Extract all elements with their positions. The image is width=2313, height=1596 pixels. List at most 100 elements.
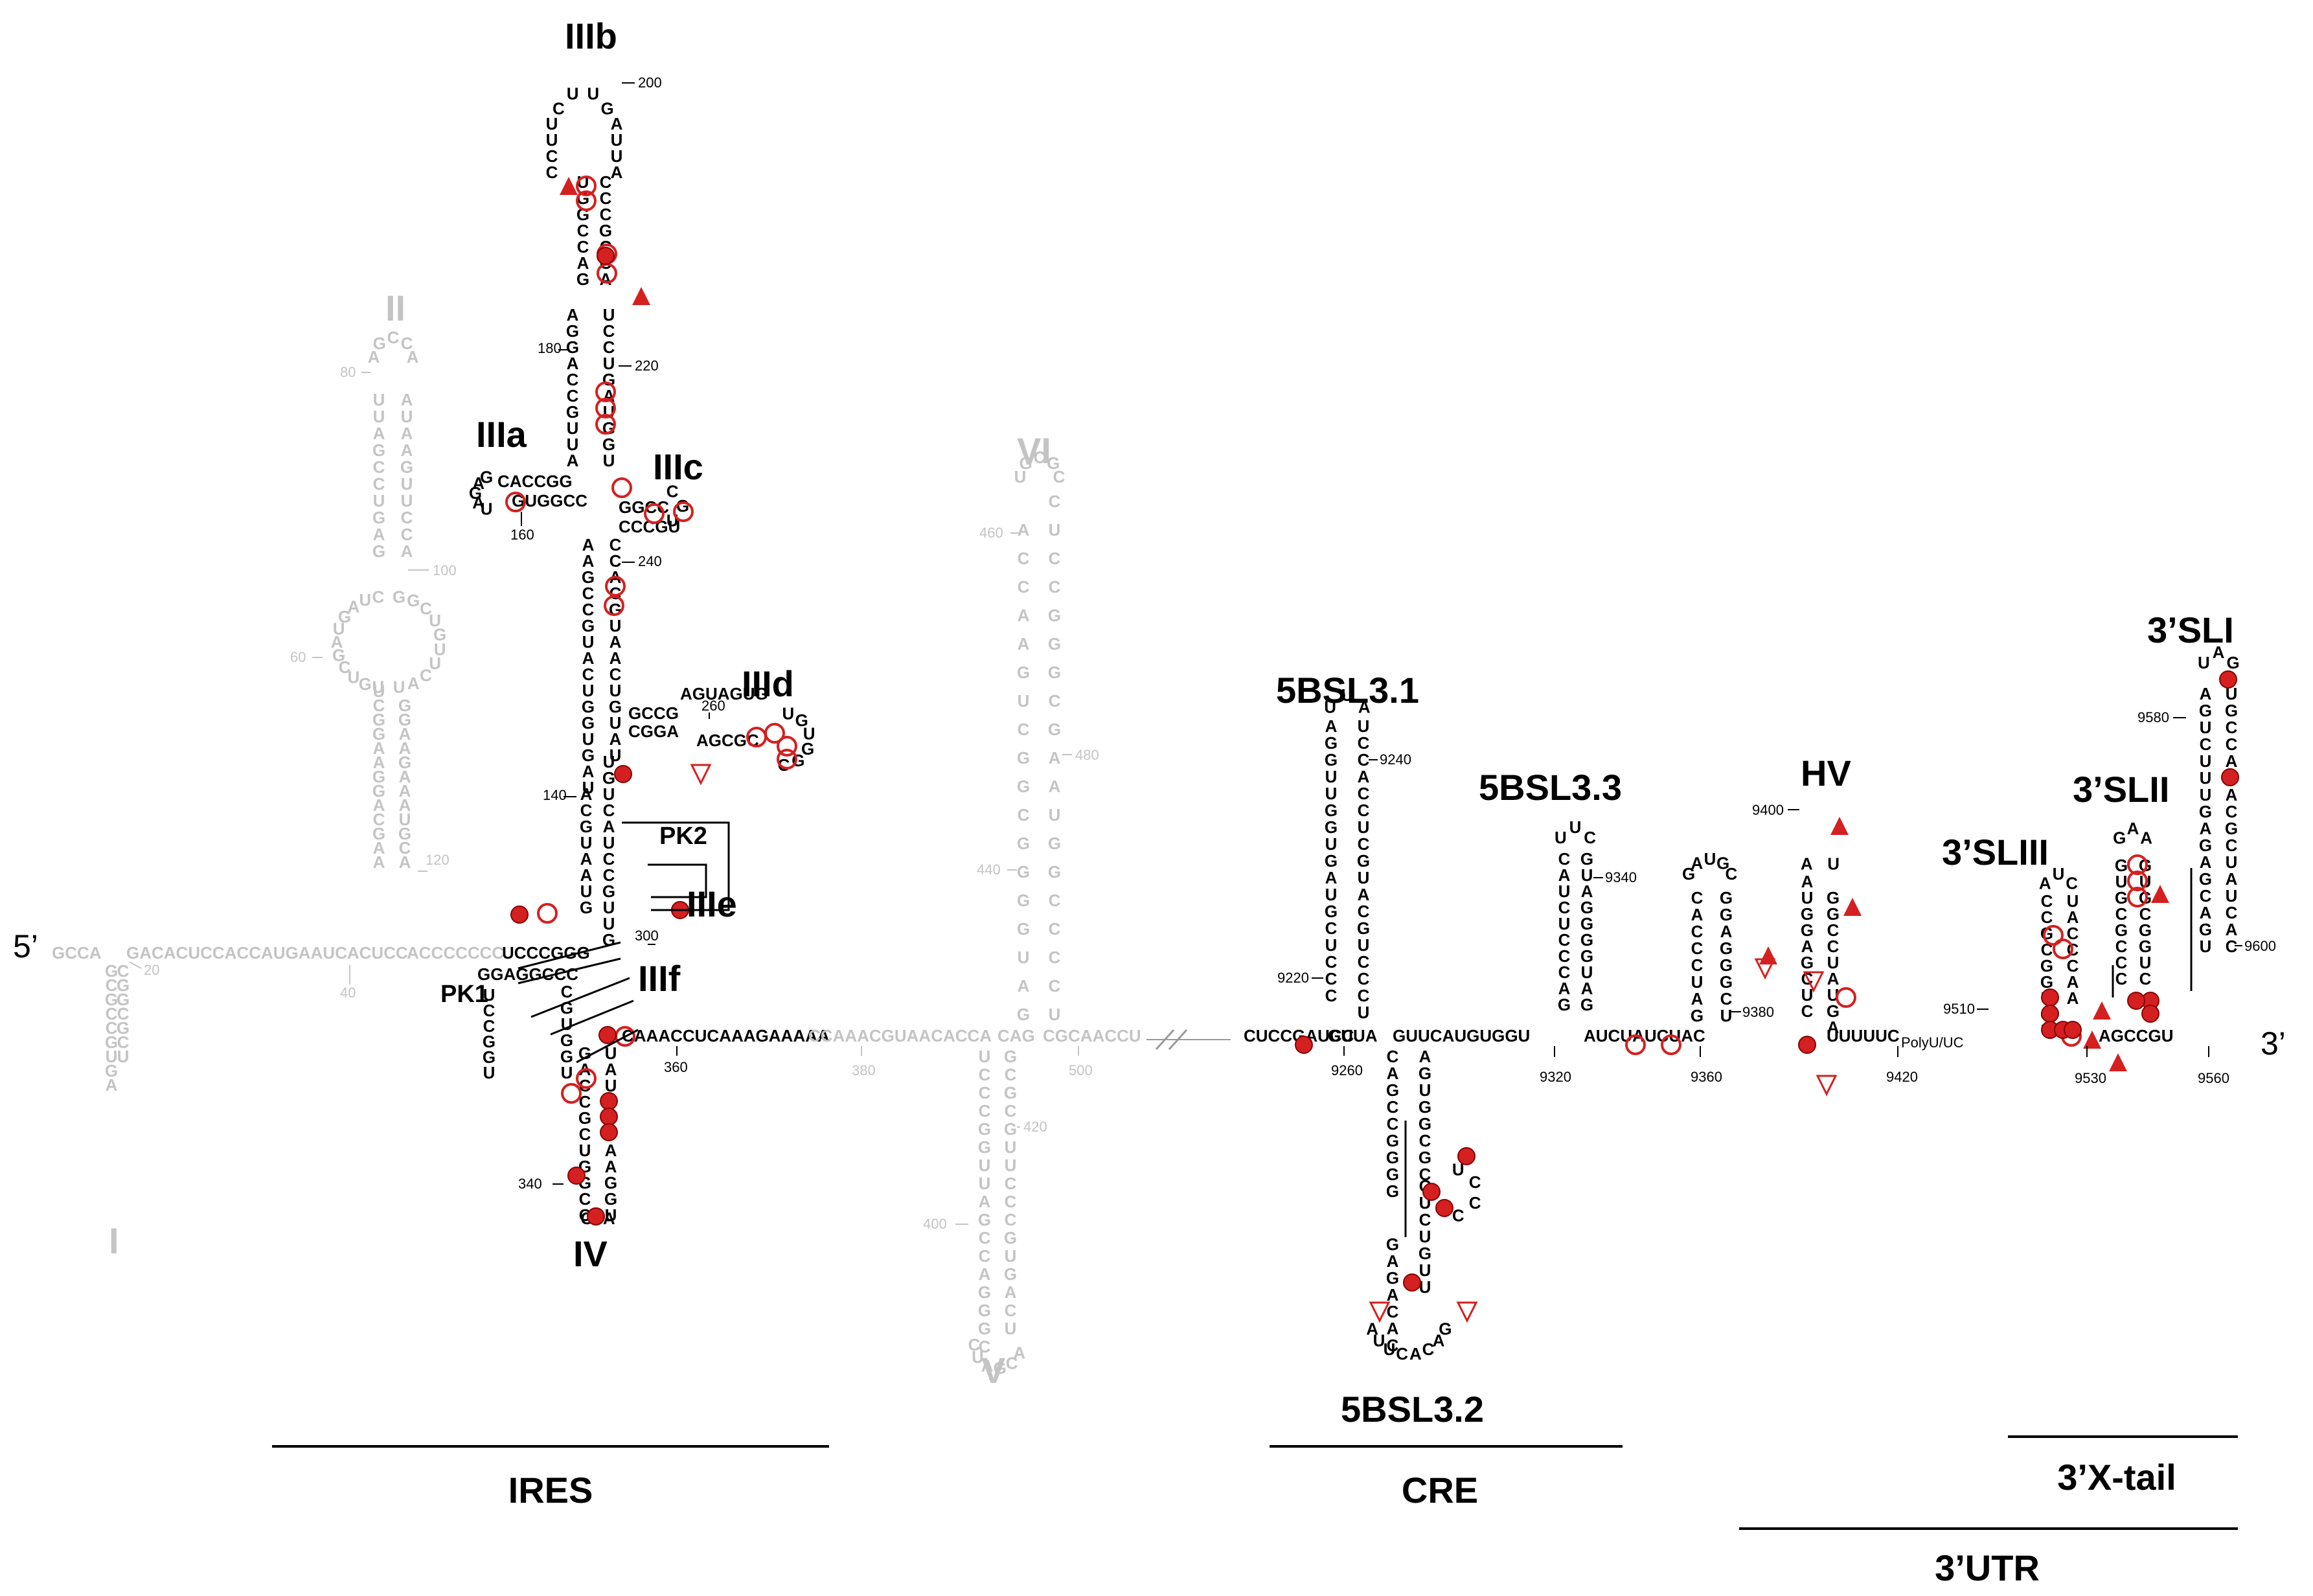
svg-text:C: C [603,321,615,341]
svg-text:A: A [1358,885,1370,904]
svg-text:U: U [582,778,595,797]
svg-text:G: G [400,457,413,477]
open-circle-marker [2053,939,2073,959]
svg-text:U: U [2226,684,2238,703]
svg-text:C: C [778,755,790,775]
svg-text:U: U [667,511,679,530]
svg-text:A: A [399,767,411,786]
svg-text:G: G [433,625,446,644]
svg-text:G: G [2115,888,2128,907]
svg-text:C: C [979,1228,991,1248]
svg-text:U: U [481,499,493,518]
svg-text:U: U [1801,888,1814,907]
svg-text:C: C [2226,836,2238,855]
filled-triangle-marker [1843,898,1862,916]
svg-text:U: U [1358,935,1370,955]
region-bars [272,1435,2238,1530]
svg-text:C: C [1006,1353,1018,1373]
open-triangle-marker [1816,1075,1838,1097]
svg-text:C: C [2115,904,2128,924]
svg-text:U: U [567,435,579,454]
position-number: 9380 [1742,1004,1774,1020]
open-circle-marker [611,477,632,498]
position-number: 360 [664,1059,688,1075]
svg-text:U: U [2200,751,2212,771]
svg-text:U: U [611,146,623,166]
svg-text:A: A [399,738,411,758]
svg-text:U: U [1558,882,1571,901]
filled-triangle-marker [2083,1031,2101,1049]
position-number: 100 [433,562,457,578]
filled-circle-marker [510,906,529,924]
svg-text:U: U [580,833,593,852]
svg-text:A: A [1691,905,1703,924]
svg-text:A: A [373,738,385,758]
svg-text:U: U [333,619,345,639]
svg-text:G: G [1017,1005,1030,1024]
svg-text:G: G [2199,920,2212,939]
position-number: 400 [923,1216,947,1232]
svg-text:U: U [2053,864,2065,884]
svg-text:G: G [480,468,493,487]
domain-I-five-prime-seq: GCCA [52,943,102,963]
position-number: 40 [340,985,356,1001]
domain-IIIa-label: IIIa [476,414,527,455]
svg-text:C: C [546,163,558,182]
svg-text:G: G [372,542,385,561]
svg-text:U: U [1569,817,1582,837]
svg-text:C: C [1018,549,1030,568]
svg-text:C: C [2139,969,2152,988]
svg-text:G: G [1017,834,1030,853]
svg-text:C: C [1005,1174,1017,1193]
svg-text:U: U [567,418,579,438]
svg-text:G: G [483,1032,496,1051]
svg-text:C: C [2066,874,2078,893]
svg-text:G: G [2199,802,2212,821]
filled-circle-marker [600,1108,618,1126]
svg-text:A: A [1366,1319,1378,1339]
svg-text:U: U [1049,520,1061,540]
svg-text:C: C [2115,969,2128,988]
filled-circle-marker [1295,1036,1313,1054]
svg-text:A: A [1325,716,1338,736]
svg-text:A: A [2200,903,2212,922]
filled-triangle-marker [2109,1053,2127,1071]
filled-circle-marker [2221,768,2239,786]
svg-text:G: G [1386,1268,1399,1288]
svg-text:A: A [1387,1285,1399,1305]
position-number: 160 [510,527,534,543]
svg-text:U: U [1018,948,1030,967]
svg-text:C: C [373,696,385,715]
svg-text:G: G [1048,663,1061,682]
svg-text:A: A [106,1075,118,1095]
svg-text:G: G [1048,634,1061,654]
filled-circle-marker [2219,670,2237,689]
svg-text:C: C [1558,898,1571,917]
position-number: 9240 [1380,751,1411,768]
svg-text:G: G [1004,1083,1017,1102]
svg-text:U: U [1325,767,1338,786]
svg-text:G: G [1017,891,1030,910]
svg-text:G: G [1048,720,1061,739]
svg-text:U: U [2139,953,2152,972]
svg-text:U: U [399,810,411,829]
svg-text:U: U [373,681,385,701]
svg-text:C: C [1422,1340,1435,1359]
svg-text:A: A [1018,520,1030,540]
filled-circle-marker [600,1123,618,1141]
svg-text:U: U [429,611,441,630]
svg-text:U: U [2115,872,2128,891]
svg-text:G: G [1827,1001,1840,1021]
svg-text:G: G [560,1031,573,1050]
svg-text:U: U [1014,467,1027,486]
svg-text:U: U [1373,1331,1385,1351]
svg-text:G: G [994,1358,1007,1378]
x-tail-label: 3’X-tail [2057,1457,2176,1498]
